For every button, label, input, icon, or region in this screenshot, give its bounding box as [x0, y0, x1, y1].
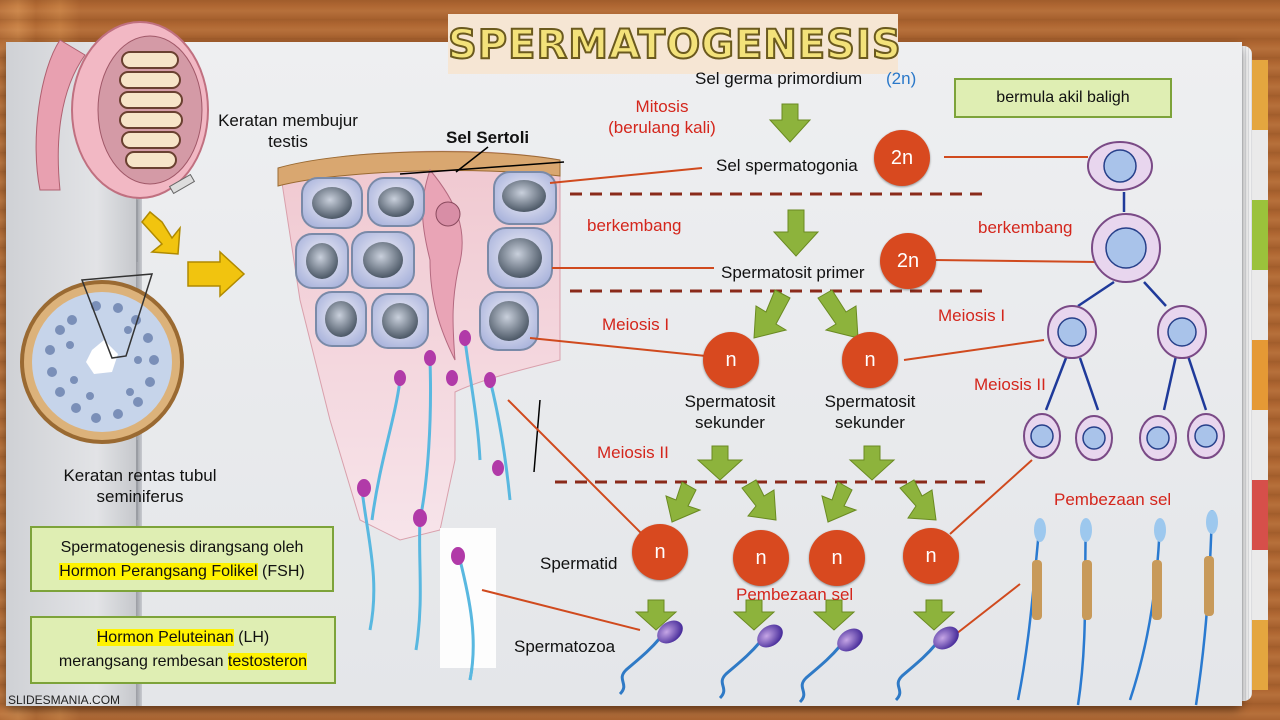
ploidy-circle-secondary-b: n [842, 332, 898, 388]
ploidy-circle-spermatid-1: n [632, 524, 688, 580]
label-spermatid: Spermatid [540, 554, 618, 573]
ploidy-circle-spermatogonia: 2n [874, 130, 930, 186]
label-meiosis2-right: Meiosis II [974, 375, 1046, 394]
seminiferous-epithelium-illustration [277, 150, 561, 681]
label-differentiation-right: Pembezaan sel [1054, 490, 1172, 509]
lh-box: Hormon Peluteinan (LH) merangsang rembes… [30, 616, 336, 684]
label-primordial-ploidy: (2n) [886, 69, 917, 88]
label-develop-right: berkembang [978, 218, 1073, 237]
fsh-line2: Hormon Perangsang Folikel (FSH) [59, 563, 305, 580]
spermatozoa-icons [618, 620, 959, 704]
pointer-lines [399, 146, 565, 473]
fsh-line1: Spermatogenesis dirangsang oleh [60, 539, 304, 556]
label-primary-spermatocyte: Spermatosit primer [721, 263, 865, 282]
label-sertoli: Sel Sertoli [446, 128, 530, 147]
label-meiosis2-left: Meiosis II [597, 443, 669, 462]
lh-line1: Hormon Peluteinan (LH) [96, 629, 270, 646]
fsh-box: Spermatogenesis dirangsang oleh Hormon P… [30, 526, 334, 592]
label-secondary-spermatocyte-a: Spermatosit sekunder [684, 392, 776, 432]
label-secondary-spermatocyte-b: Spermatosit sekunder [824, 392, 916, 432]
label-meiosis1-right: Meiosis I [938, 306, 1006, 325]
green-flow-arrows [634, 103, 956, 631]
ploidy-circle-spermatid-3: n [809, 530, 865, 586]
footer-brand: SLIDESMANIA.COM [8, 693, 121, 707]
label-meiosis1-left: Meiosis I [602, 315, 670, 334]
label-mitosis: Mitosis (berulang kali) [608, 97, 716, 137]
label-differentiation-center: Pembezaan sel [736, 585, 854, 604]
ploidy-circle-spermatid-2: n [733, 530, 789, 586]
tubule-cross-section-illustration [20, 273, 184, 444]
label-develop-left: berkembang [587, 216, 682, 235]
book [6, 42, 1242, 706]
label-cross-section: Keratan rentas tubul seminiferus [63, 466, 217, 506]
cell-lineage-illustration [1016, 141, 1225, 706]
label-longitudinal-section: Keratan membujur testis [218, 111, 358, 151]
ploidy-circle-secondary-a: n [703, 332, 759, 388]
connector-lines [481, 156, 1099, 635]
label-spermatogonia: Sel spermatogonia [716, 156, 858, 175]
testis-longitudinal-illustration [35, 21, 209, 199]
lh-line2: merangsang rembesan testosteron [58, 653, 308, 670]
ploidy-circle-spermatid-4: n [903, 528, 959, 584]
puberty-box: bermula akil baligh [954, 78, 1172, 118]
title-box [448, 14, 898, 74]
label-primordial: Sel germa primordium [695, 69, 863, 88]
yellow-arrows [141, 210, 246, 298]
label-spermatozoa: Spermatozoa [514, 637, 616, 656]
ploidy-circle-primary: 2n [880, 233, 936, 289]
slide-title: SPERMATOGENESIS [447, 21, 902, 69]
